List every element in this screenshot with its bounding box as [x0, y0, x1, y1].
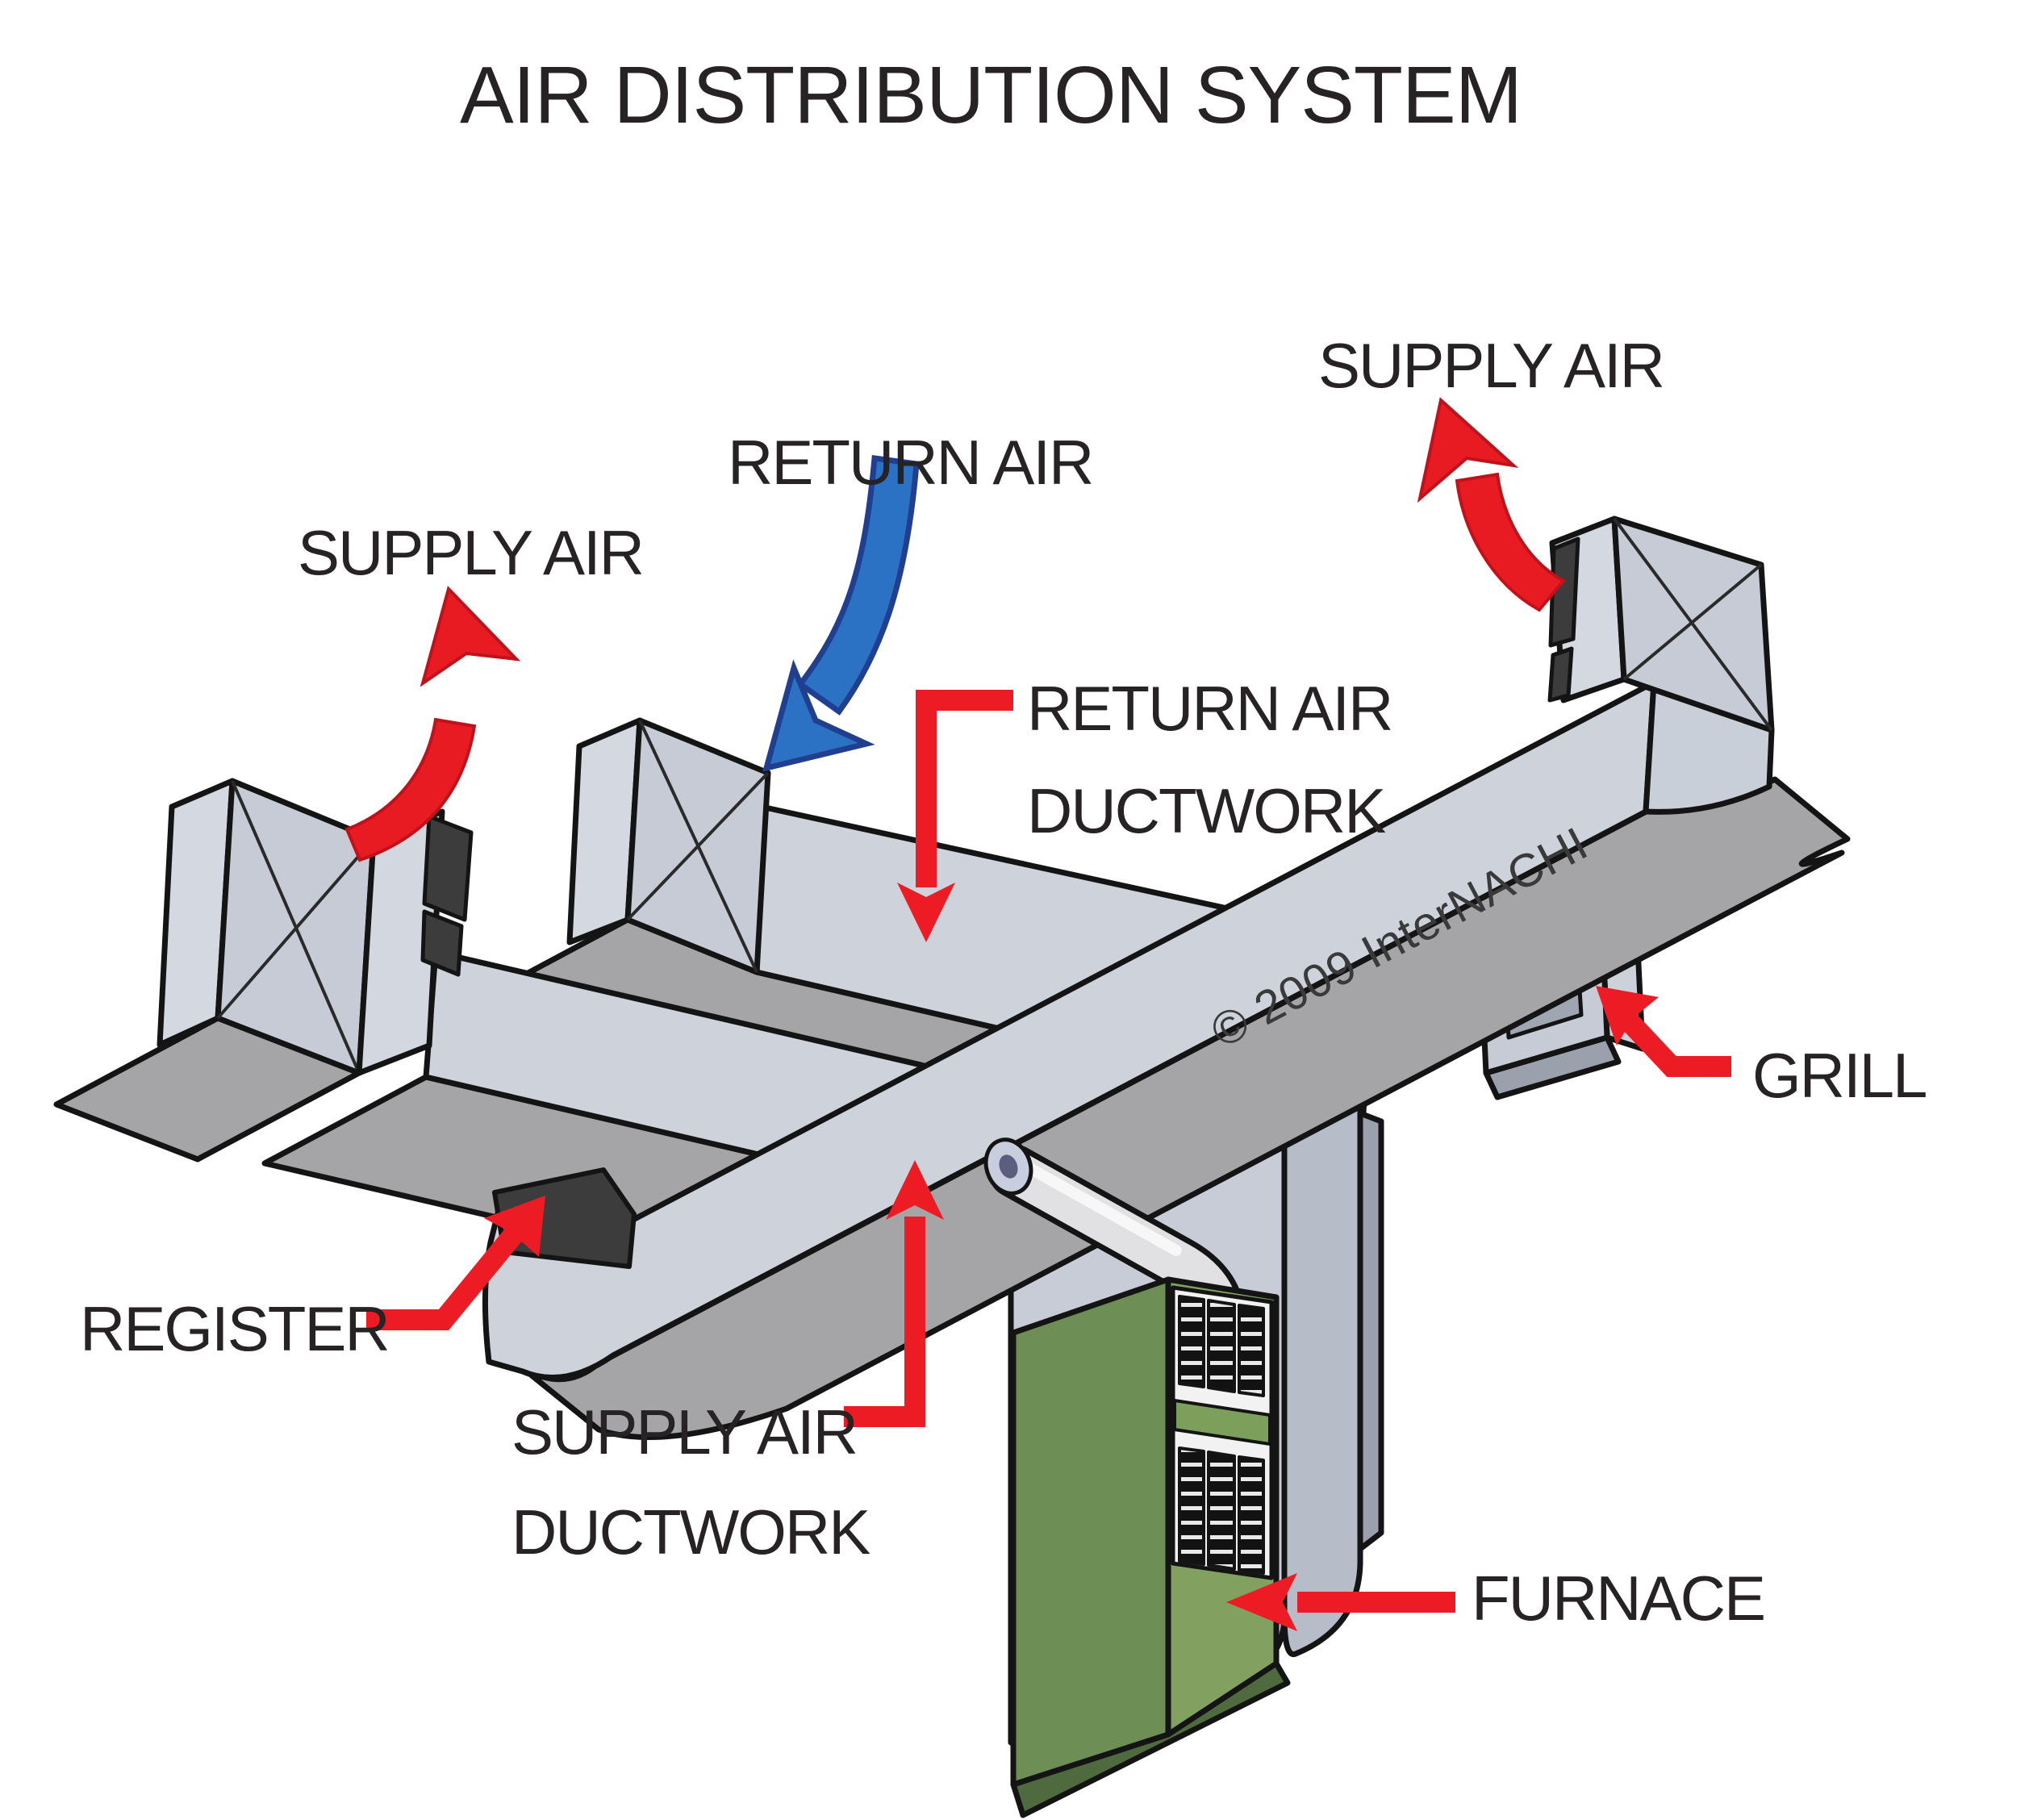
- furnace-left-face: [1010, 1276, 1171, 1788]
- furnace-green-band: [1173, 1399, 1271, 1446]
- return-air-blue-arrow: [762, 455, 920, 772]
- supply-air-right-arrow: [1417, 397, 1567, 612]
- furnace-louvers-top: [1178, 1295, 1265, 1397]
- plenum-right-face: [1281, 1078, 1363, 1658]
- label-return-ductwork-2: DUCTWORK: [1027, 775, 1386, 846]
- furnace-louvers-bottom: [1178, 1446, 1265, 1575]
- label-grill: GRILL: [1752, 1040, 1926, 1111]
- label-supply-air-left: SUPPLY AIR: [298, 517, 643, 588]
- plenum-back-sliver: [1357, 1110, 1384, 1552]
- leader-register: [366, 1196, 545, 1330]
- supply-air-left-arrow: [344, 586, 521, 862]
- trunk-right-cap: [1621, 676, 1775, 815]
- label-register: REGISTER: [80, 1293, 389, 1364]
- furnace-unit: [1010, 1276, 1291, 1818]
- label-supply-ductwork-2: DUCTWORK: [511, 1496, 870, 1567]
- diagram-title: AIR DISTRIBUTION SYSTEM: [460, 50, 1522, 140]
- outlet-register-dark-2: [1547, 646, 1574, 703]
- leader-furnace: [1226, 1573, 1455, 1631]
- leader-lines: [366, 690, 1731, 1631]
- supply-trunk-duct: [482, 516, 1851, 1440]
- diagram-labels: AIR DISTRIBUTION SYSTEM SUPPLY AIR RETUR…: [80, 50, 1927, 1634]
- leader-supply-ductwork: [844, 1160, 944, 1427]
- branch-register-dark: [422, 814, 474, 922]
- label-furnace: FURNACE: [1472, 1563, 1764, 1634]
- flow-arrows: [344, 397, 1567, 862]
- label-return-ductwork-1: RETURN AIR: [1027, 673, 1392, 744]
- label-return-air: RETURN AIR: [728, 427, 1092, 498]
- label-supply-ductwork-1: SUPPLY AIR: [511, 1396, 857, 1467]
- label-supply-air-right: SUPPLY AIR: [1318, 330, 1664, 401]
- branch-register-dark-2: [420, 909, 464, 977]
- leader-return-ductwork: [897, 690, 1013, 942]
- leader-grill: [1596, 986, 1731, 1077]
- outlet-register-dark: [1548, 536, 1580, 648]
